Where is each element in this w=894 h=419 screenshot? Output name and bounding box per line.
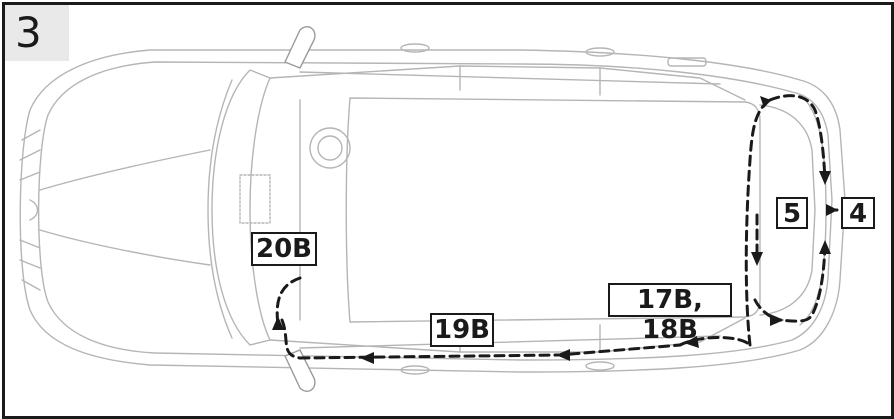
engine-box xyxy=(239,174,271,224)
arrow-5-down xyxy=(751,252,763,266)
step-number: 3 xyxy=(15,8,42,57)
wire-route-20b xyxy=(275,276,302,327)
steering-wheel xyxy=(309,127,351,169)
label-4: 4 xyxy=(841,197,875,229)
rear-window xyxy=(759,104,816,316)
arrow-17b-left xyxy=(684,336,699,348)
arrow-5-up xyxy=(760,96,771,108)
windshield xyxy=(211,69,271,346)
label-17b-18b: 17B, 18B xyxy=(608,283,732,345)
left-mirror-icon xyxy=(284,26,316,69)
label-20b: 20B xyxy=(251,232,317,266)
arrow-4-up xyxy=(819,240,831,254)
right-mirror-icon xyxy=(284,349,316,392)
label-19b: 19B xyxy=(430,313,494,347)
wire-route-20b-loop xyxy=(280,318,302,360)
arrow-19b-left-2 xyxy=(556,349,570,361)
wire-route-5 xyxy=(744,98,772,347)
arrow-lower-right xyxy=(770,314,784,326)
arrow-20b-up xyxy=(272,316,284,330)
wire-route-4-bottom xyxy=(778,243,827,323)
car-body-inner-outline xyxy=(37,61,833,361)
arrow-19b-left xyxy=(360,352,374,364)
label-5: 5 xyxy=(776,197,808,229)
arrow-4-down xyxy=(819,171,831,185)
wire-route-4-top xyxy=(768,94,827,182)
arrow-mid-right xyxy=(826,204,838,216)
step-number-box: 3 xyxy=(5,5,69,61)
